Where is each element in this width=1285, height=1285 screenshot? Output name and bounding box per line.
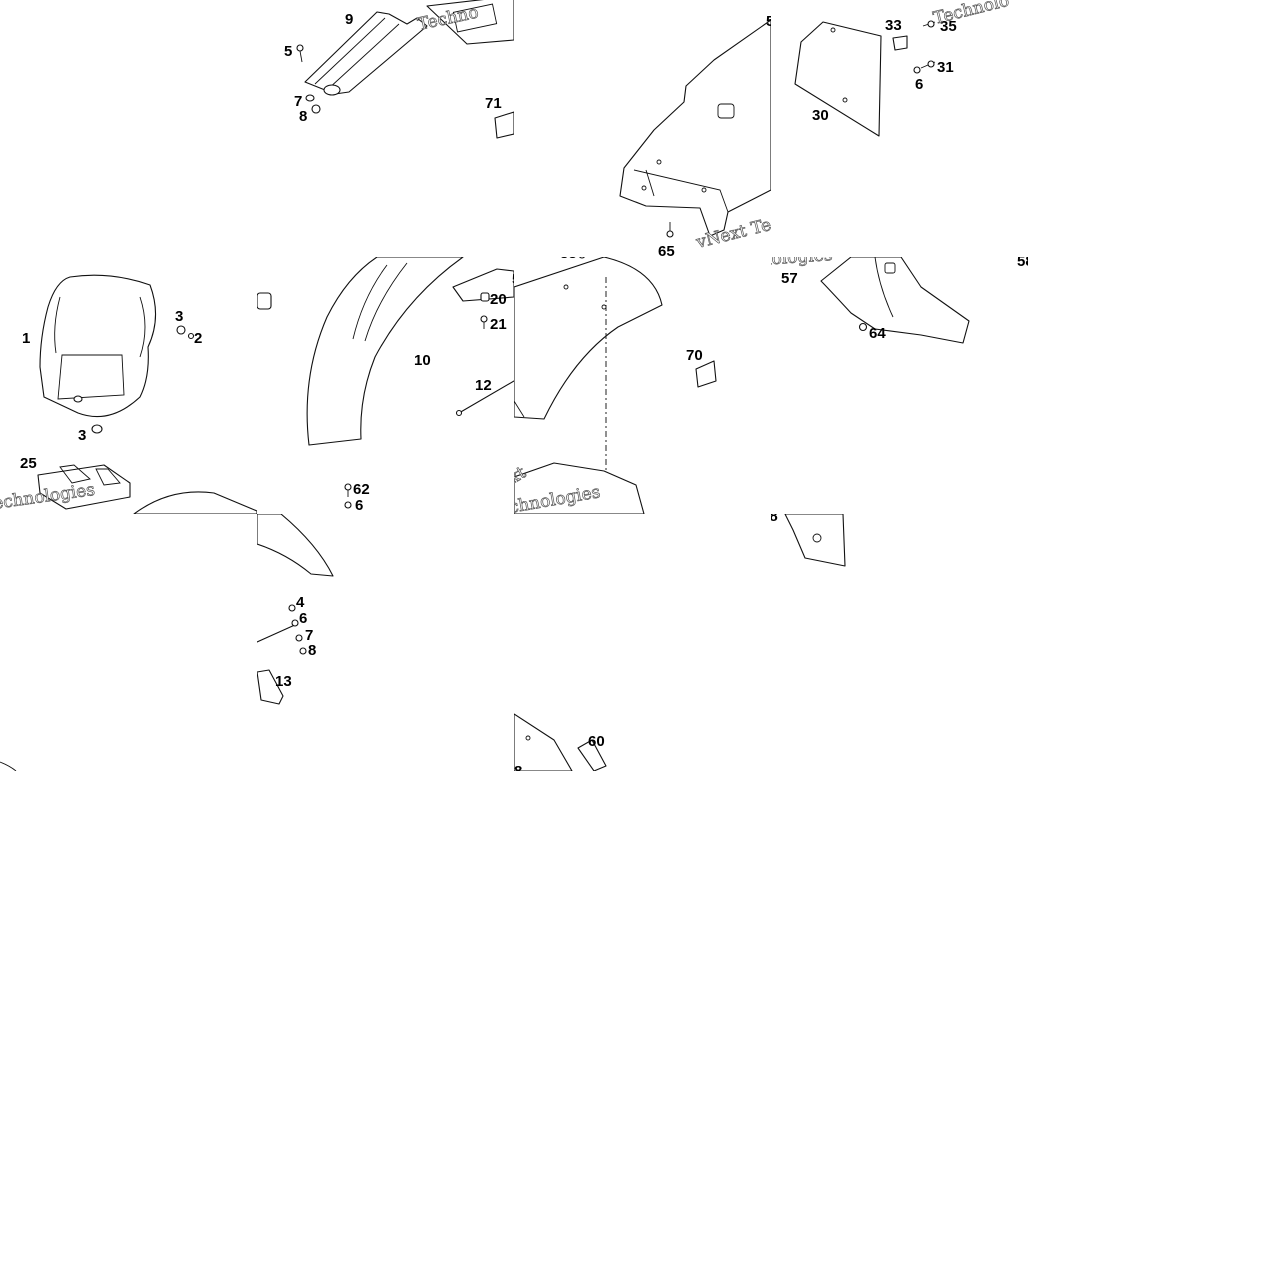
callout-65: 65 xyxy=(658,243,675,257)
callout-60: 60 xyxy=(588,733,605,750)
washer-2 xyxy=(187,332,195,340)
callout-31: 31 xyxy=(937,59,954,76)
tile-rear-fender: 5 65 vNext Tec xyxy=(514,0,771,257)
callout-8: 8 xyxy=(299,108,307,125)
front-fender-part xyxy=(306,257,514,446)
fender-tip xyxy=(257,514,334,577)
decal-60 xyxy=(577,739,607,771)
callout-3: 3 xyxy=(175,308,183,325)
callout-8j: 8 xyxy=(308,642,316,659)
stay-rod xyxy=(257,623,298,643)
side-panel-lower-part xyxy=(514,713,573,771)
callout-10: 10 xyxy=(414,352,431,369)
callout-35: 35 xyxy=(940,18,957,35)
callout-4: 4 xyxy=(296,594,305,611)
callout-5: 5 xyxy=(284,43,292,60)
watermark-text: Technolo xyxy=(931,0,1011,29)
tile-top-left xyxy=(0,0,257,257)
callout-8k: 8 xyxy=(514,763,522,771)
washer-6j xyxy=(291,619,299,627)
cable-12 xyxy=(455,380,514,417)
grommet-3b xyxy=(91,424,103,434)
clip-33 xyxy=(579,257,585,259)
tile-fender-stay: 9 5 7 8 71 Techno xyxy=(257,0,514,257)
callout-62: 62 xyxy=(353,481,370,498)
callout-57: 57 xyxy=(781,270,798,287)
callout-9: 9 xyxy=(345,11,353,28)
callout-6j: 6 xyxy=(299,610,307,627)
bolt-5 xyxy=(296,44,304,63)
callout-1: 1 xyxy=(22,330,30,347)
side-panel-57-part xyxy=(820,257,970,344)
callout-25: 25 xyxy=(20,455,37,472)
washer-6 xyxy=(913,66,921,74)
callout-71: 71 xyxy=(485,95,502,112)
tile-front-fender: 10 20 21 12 62 6 53 nologies xyxy=(257,257,514,514)
tile-side-panel-58: 58 xyxy=(771,514,1028,771)
tile-front-fender-alt: 33 35 70 ext chnologies xyxy=(514,257,771,514)
headlight-mask-part xyxy=(39,274,157,418)
callout-12: 12 xyxy=(475,377,492,394)
callout-33g: 33 xyxy=(560,257,577,262)
bolt-62 xyxy=(344,483,352,497)
fender-tail-edge xyxy=(0,761,17,771)
bushing xyxy=(257,292,272,310)
callout-58-top: 58 xyxy=(1017,257,1028,270)
bumper-20 xyxy=(480,292,490,302)
callout-3b: 3 xyxy=(78,427,86,444)
callout-20: 20 xyxy=(490,291,507,308)
callout-53: 53 xyxy=(512,271,514,288)
callout-58: 58 xyxy=(771,514,778,525)
decal-71 xyxy=(494,111,514,139)
rear-fender-part xyxy=(619,19,771,237)
callout-21: 21 xyxy=(490,316,507,333)
plate-30-part xyxy=(794,21,882,137)
callout-13: 13 xyxy=(275,673,292,690)
bolt-4 xyxy=(288,604,296,612)
bolt-65 xyxy=(666,222,674,238)
nut-8 xyxy=(311,104,321,114)
fender-edge xyxy=(133,491,257,514)
watermark-text: nologies xyxy=(771,257,833,270)
callout-64: 64 xyxy=(869,325,886,342)
callout-33: 33 xyxy=(885,17,902,34)
tile-headlight-mask: 1 3 2 3 25 echnologies xyxy=(0,257,257,514)
clip-33 xyxy=(892,35,908,51)
washer-7j xyxy=(295,634,303,642)
callout-70: 70 xyxy=(686,347,703,364)
front-fender-lower xyxy=(514,462,645,514)
tile-side-panel: 57 64 58 nologies xyxy=(771,257,1028,514)
screw-31 xyxy=(920,60,936,69)
number-plate-25 xyxy=(37,464,131,510)
callout-7: 7 xyxy=(294,93,302,110)
tile-side-panel-lower: 60 8 xyxy=(514,514,771,771)
decal-70 xyxy=(695,360,717,388)
washer-7 xyxy=(305,94,315,102)
callout-5-rear: 5 xyxy=(766,13,771,30)
fender-stay-part xyxy=(304,0,514,96)
callout-2: 2 xyxy=(194,330,202,347)
callout-7j: 7 xyxy=(305,627,313,644)
washer-6f xyxy=(344,501,352,509)
grommet-3 xyxy=(176,325,186,335)
side-panel-58-part xyxy=(784,514,846,567)
callout-30: 30 xyxy=(812,107,829,124)
tile-fender-tail xyxy=(0,514,257,771)
callout-6f: 6 xyxy=(355,497,363,514)
bolt-64 xyxy=(858,322,868,332)
screw-35 xyxy=(922,20,936,28)
tile-plate: 33 35 31 6 30 Technolo xyxy=(771,0,1028,257)
nut-8j xyxy=(299,647,307,655)
bracket-13 xyxy=(257,669,284,705)
bolt-21 xyxy=(480,315,488,329)
front-fender-53-part xyxy=(514,257,663,420)
callout-6: 6 xyxy=(915,76,923,93)
tile-bracket-hardware: 4 6 7 8 13 xyxy=(257,514,514,771)
